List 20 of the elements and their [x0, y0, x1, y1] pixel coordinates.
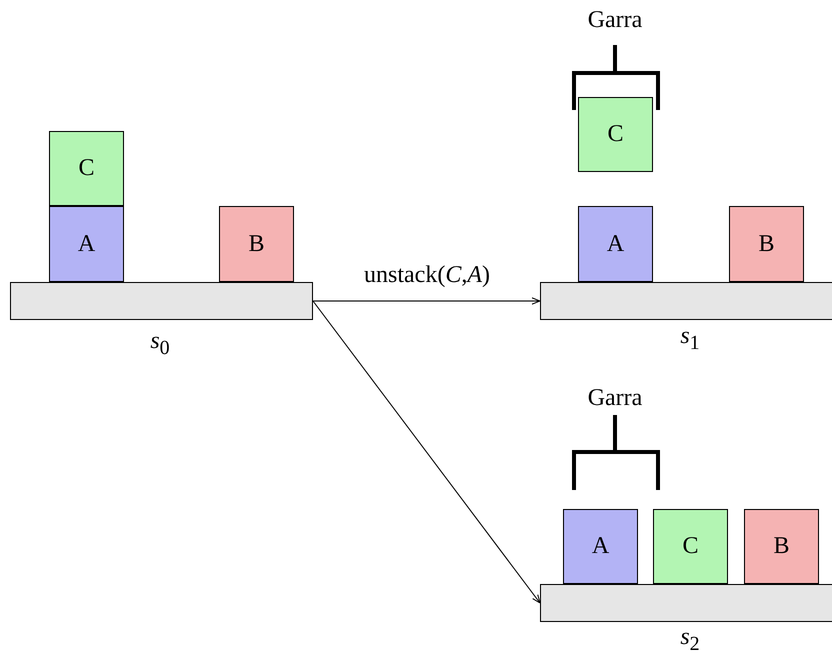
state-label: s$_{1}$ [680, 323, 700, 355]
claw-label: Garra [588, 385, 642, 412]
table-bar [540, 584, 832, 622]
block: B [729, 206, 804, 282]
claw-label: Garra [588, 7, 642, 34]
edge-label: unstack(C,A) [364, 262, 490, 289]
state-label: s$_{2}$ [680, 624, 700, 655]
table-bar [10, 282, 313, 320]
block: A [578, 206, 653, 282]
block: A [563, 509, 638, 584]
block: B [744, 509, 819, 584]
table-bar [540, 282, 832, 320]
state-label: s$_{0}$ [150, 328, 170, 360]
block: C [49, 131, 124, 206]
arrow [312, 297, 540, 305]
block: B [219, 206, 294, 282]
block: A [49, 206, 124, 282]
block: C [653, 509, 728, 584]
arrow [312, 300, 540, 604]
block: C [578, 97, 653, 172]
